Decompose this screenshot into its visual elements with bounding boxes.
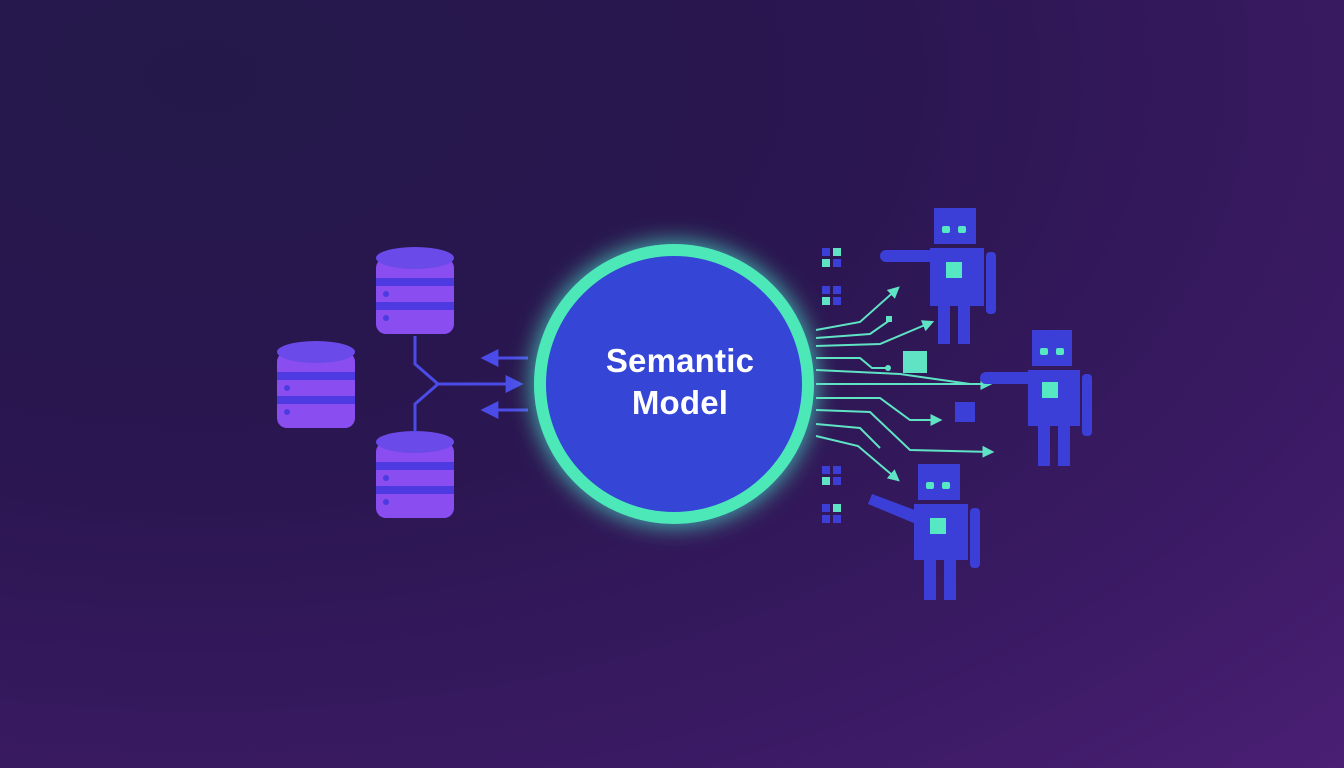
robot-icon-middle bbox=[980, 330, 1092, 466]
flow-nodes bbox=[885, 316, 975, 422]
robot-icon-bottom bbox=[868, 464, 980, 600]
semantic-model-label-line1: Semantic bbox=[605, 342, 755, 379]
database-icon-bottom bbox=[376, 431, 454, 518]
database-connector bbox=[413, 336, 528, 432]
pixel-cluster-top bbox=[822, 248, 841, 305]
semantic-model-node bbox=[534, 244, 814, 524]
robot-icon-top bbox=[880, 208, 996, 344]
database-icon-left bbox=[277, 341, 355, 428]
database-icon-top bbox=[376, 247, 454, 334]
semantic-model-label: Semantic Model bbox=[560, 340, 800, 424]
semantic-model-label-line2: Model bbox=[631, 384, 729, 421]
pixel-cluster-bottom bbox=[822, 466, 841, 523]
output-flow-lines bbox=[815, 286, 995, 482]
